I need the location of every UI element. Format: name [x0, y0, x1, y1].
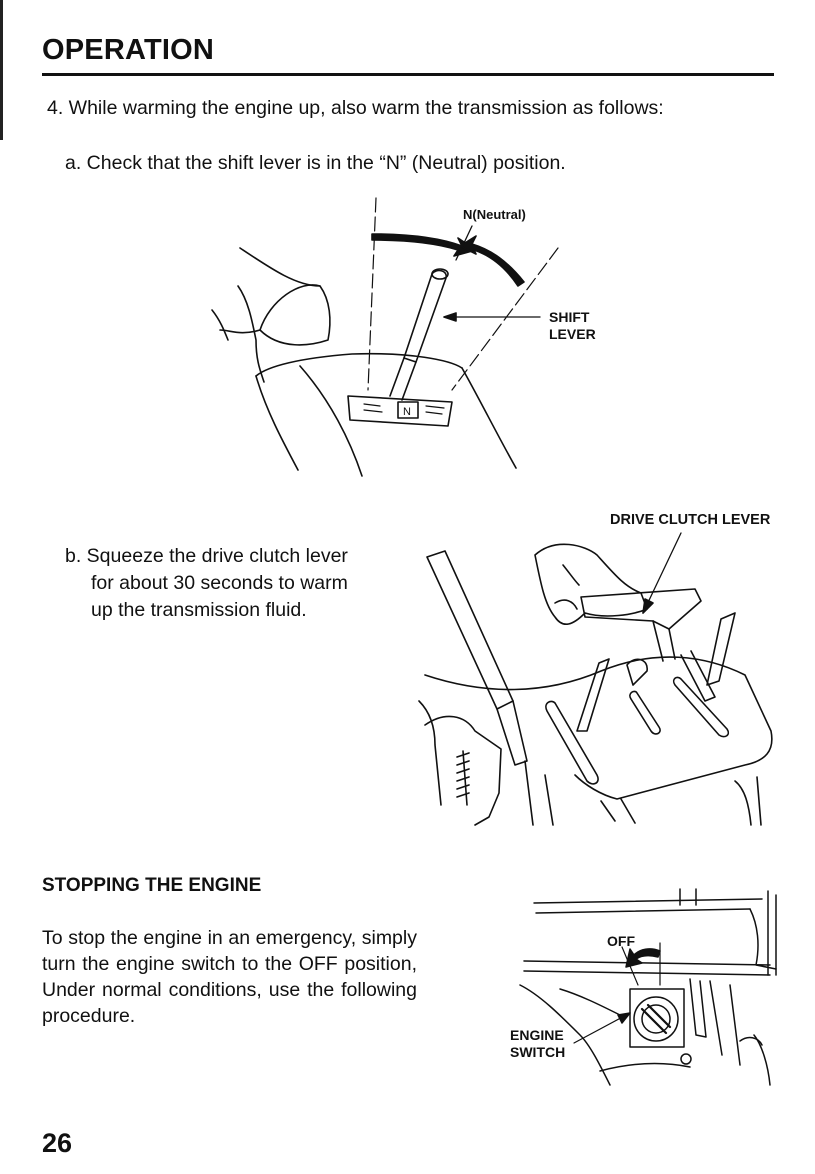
step-b-text: b. Squeeze the drive clutch lever for ab… [65, 543, 405, 624]
off-label: OFF [607, 933, 635, 949]
stopping-engine-heading: STOPPING THE ENGINE [42, 875, 262, 896]
shift-lever-illustration: N [211, 197, 559, 477]
svg-text:N: N [403, 406, 411, 418]
step-b-line2: for about 30 seconds to warm [91, 572, 348, 594]
step-a-text: a. Check that the shift lever is in the … [65, 152, 566, 174]
engine-switch-label: ENGINE SWITCH [510, 1027, 565, 1061]
stopping-engine-paragraph: To stop the engine in an emergency, simp… [42, 927, 417, 1027]
engine-switch-illustration [519, 888, 777, 1086]
page-number: 26 [42, 1128, 73, 1158]
left-margin-rule [0, 0, 3, 140]
neutral-label: N(Neutral) [463, 207, 526, 222]
drive-clutch-illustration [418, 532, 773, 826]
drive-clutch-lever-label: DRIVE CLUTCH LEVER [610, 512, 771, 528]
shift-lever-label-line2: LEVER [549, 326, 596, 342]
step-4-text: 4. While warming the engine up, also war… [47, 97, 664, 119]
step-b-line1: b. Squeeze the drive clutch lever [65, 545, 348, 567]
step-b-line3: up the transmission fluid. [91, 599, 307, 621]
heading-divider [42, 73, 774, 76]
engine-switch-label-line1: ENGINE [510, 1027, 564, 1043]
shift-lever-label: SHIFT LEVER [549, 309, 596, 343]
engine-switch-label-line2: SWITCH [510, 1044, 566, 1060]
section-title: OPERATION [42, 34, 215, 66]
shift-lever-label-line1: SHIFT [549, 309, 590, 325]
